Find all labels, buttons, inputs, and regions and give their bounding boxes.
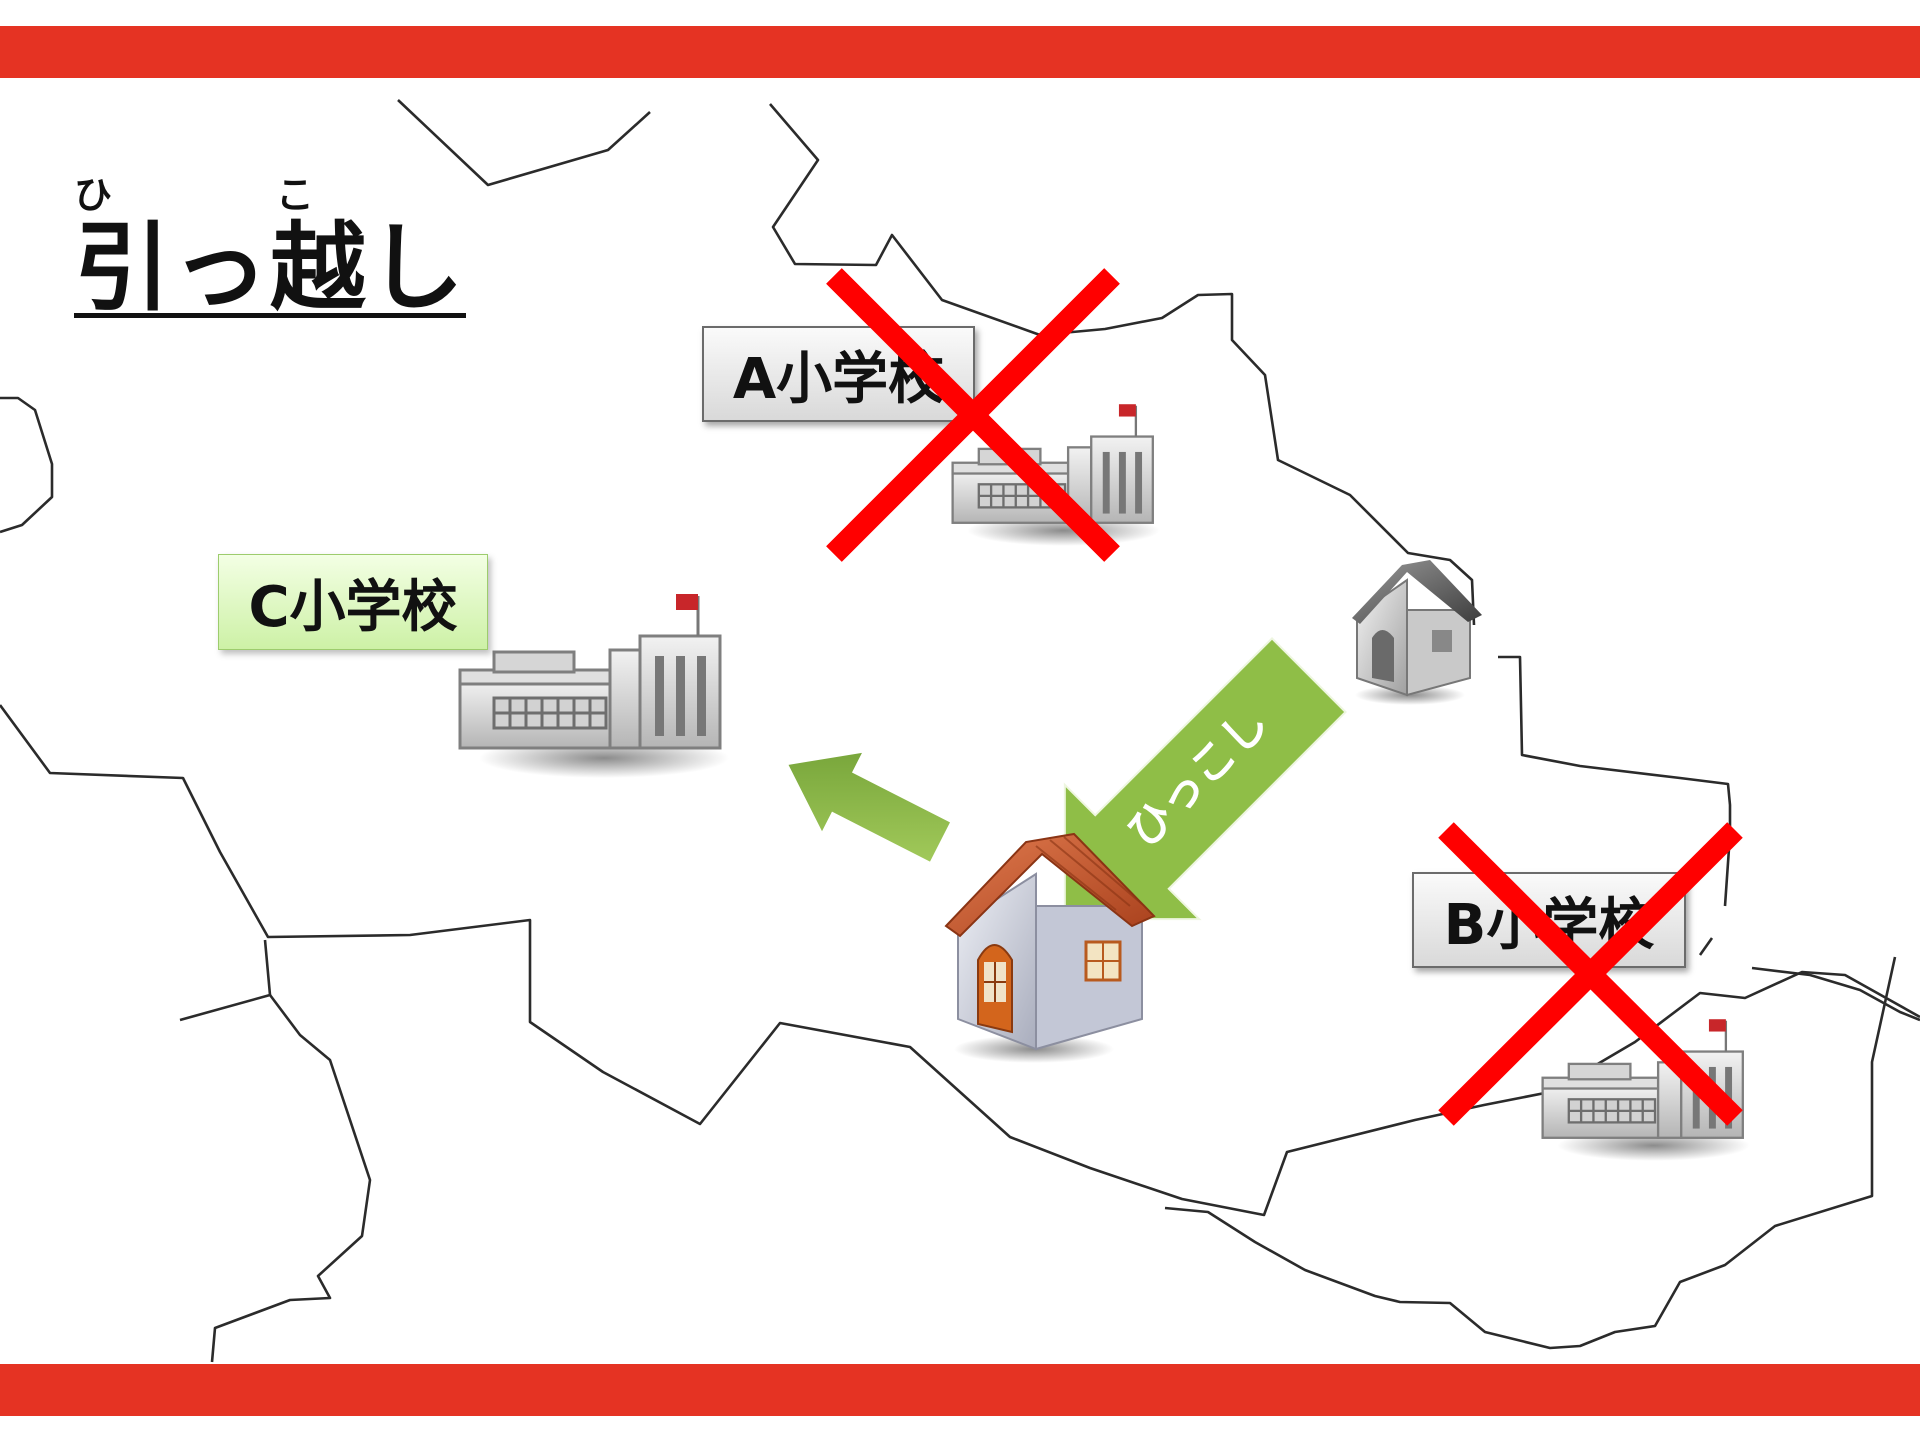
move-arrow-icon — [1063, 637, 1347, 921]
arrow-icon — [788, 752, 950, 862]
title-ruby-hi: ひ — [74, 173, 113, 217]
school-building-icon-c — [458, 592, 731, 780]
house-icon-gray — [1352, 560, 1482, 705]
title-ruby-ko: こ — [276, 173, 315, 217]
school-a-label: A小学校 — [702, 326, 975, 422]
school-c-label: C小学校 — [218, 554, 488, 650]
school-building-icon-b — [1541, 1018, 1751, 1163]
house-icon — [944, 832, 1156, 1063]
page-title: 引っ越し — [74, 212, 466, 324]
bottom-red-stripe — [0, 1364, 1920, 1416]
school-b-label: B小学校 — [1412, 872, 1686, 968]
top-red-stripe — [0, 26, 1920, 78]
